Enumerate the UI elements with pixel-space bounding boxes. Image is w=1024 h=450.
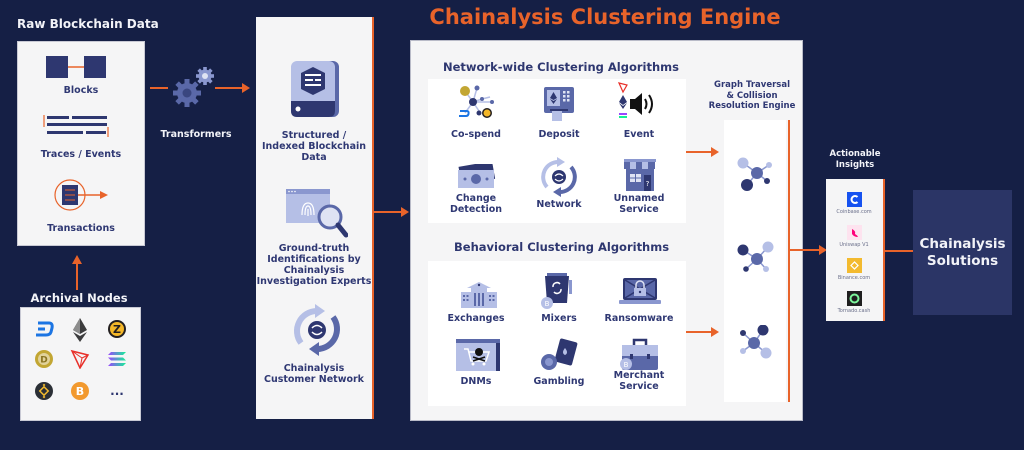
ethereum-icon bbox=[72, 318, 88, 342]
database-book-icon bbox=[289, 59, 341, 119]
transaction-icon bbox=[53, 178, 113, 212]
gears-icon bbox=[170, 65, 218, 109]
network-cycle-icon bbox=[541, 157, 577, 197]
uniswap-logo bbox=[847, 225, 862, 240]
clustering-engine-panel: Network-wide Clustering Algorithms Co-sp… bbox=[410, 40, 803, 421]
tornado-cash-logo bbox=[847, 291, 862, 306]
insights-heading: Actionable Insights bbox=[829, 149, 881, 170]
customer-network-label: Chainalysis Customer Network bbox=[263, 363, 365, 385]
behavioral-to-graph-arrow bbox=[686, 327, 719, 337]
ransomware-label: Ransomware bbox=[604, 313, 674, 324]
tornado-cash-label: Tornado.cash bbox=[837, 308, 871, 314]
dogecoin-icon: D bbox=[34, 349, 54, 369]
solutions-box: Chainalysis Solutions bbox=[913, 190, 1012, 315]
behavioral-heading: Behavioral Clustering Algorithms bbox=[454, 240, 670, 254]
binance-icon bbox=[34, 381, 54, 401]
svg-text:B: B bbox=[545, 300, 550, 308]
transactions-label: Transactions bbox=[47, 223, 115, 234]
binance-label: Binance.com bbox=[837, 275, 871, 281]
customer-network-icon bbox=[293, 303, 341, 357]
mixers-blender-icon: B bbox=[541, 273, 575, 309]
dnm-cart-skull-icon bbox=[456, 339, 500, 371]
blocks-label: Blocks bbox=[63, 85, 99, 96]
graph-engine-box bbox=[724, 120, 786, 402]
transformers-arrow-out bbox=[215, 83, 250, 93]
deposit-atm-icon bbox=[544, 87, 574, 121]
solana-icon bbox=[107, 351, 127, 367]
traces-icon bbox=[43, 115, 109, 139]
graph-node-icon-3 bbox=[736, 325, 776, 361]
page-title: Chainalysis Clustering Engine bbox=[429, 5, 781, 29]
event-speaker-icon bbox=[618, 82, 662, 122]
structured-data-label: Structured / Indexed Blockchain Data bbox=[261, 130, 367, 163]
co-spend-icon bbox=[457, 85, 495, 121]
coinbase-label: Coinbase.com bbox=[836, 209, 872, 215]
insights-to-solutions-line bbox=[885, 250, 913, 252]
network-label: Network bbox=[536, 199, 582, 210]
sources-panel: Structured / Indexed Blockchain Data Gro… bbox=[256, 17, 374, 419]
graph-node-icon-1 bbox=[736, 157, 776, 193]
merchant-briefcase-icon: B bbox=[620, 338, 660, 370]
exchanges-label: Exchanges bbox=[447, 313, 505, 324]
network-to-graph-arrow bbox=[686, 147, 719, 157]
exchanges-bank-icon bbox=[461, 282, 497, 308]
archival-panel: Z D B ... bbox=[20, 307, 141, 421]
graph-engine-label: Graph Traversal & Collision Resolution E… bbox=[708, 80, 796, 111]
graph-collector-line bbox=[788, 120, 790, 402]
raw-data-panel: Blocks Traces / Events Transactions bbox=[17, 41, 145, 246]
zcash-icon: Z bbox=[107, 319, 127, 339]
binance-logo bbox=[847, 258, 862, 273]
raw-data-heading: Raw Blockchain Data bbox=[17, 17, 159, 31]
svg-text:Z: Z bbox=[113, 323, 121, 336]
unnamed-service-store-icon: ? bbox=[623, 159, 657, 191]
mixers-label: Mixers bbox=[541, 313, 577, 324]
dash-icon bbox=[35, 320, 55, 338]
ransomware-laptop-icon bbox=[619, 278, 661, 308]
uniswap-label: Uniswap V1 bbox=[839, 242, 869, 248]
fingerprint-search-icon bbox=[286, 189, 348, 239]
gambling-cards-icon bbox=[541, 336, 579, 370]
engine-to-insights-arrow bbox=[789, 245, 827, 255]
archival-arrowhead bbox=[72, 255, 82, 264]
more-coins-icon: ... bbox=[110, 384, 124, 398]
gambling-label: Gambling bbox=[533, 376, 585, 387]
event-label: Event bbox=[623, 129, 655, 140]
dnms-label: DNMs bbox=[460, 376, 492, 387]
deposit-label: Deposit bbox=[538, 129, 580, 140]
svg-text:?: ? bbox=[646, 180, 650, 188]
blocks-icon bbox=[46, 56, 106, 80]
change-detection-cash-icon bbox=[456, 164, 496, 190]
ground-truth-label: Ground-truth Identifications by Chainaly… bbox=[256, 243, 372, 287]
svg-text:B: B bbox=[76, 385, 84, 398]
insights-panel: Coinbase.com Uniswap V1 Binance.com Torn… bbox=[826, 179, 885, 321]
archival-arrow bbox=[76, 262, 78, 290]
svg-text:B: B bbox=[624, 361, 629, 369]
svg-text:D: D bbox=[40, 356, 47, 366]
tron-icon bbox=[70, 349, 90, 369]
bitcoin-icon: B bbox=[70, 381, 90, 401]
transformers-line-in bbox=[150, 87, 168, 89]
traces-label: Traces / Events bbox=[40, 149, 122, 160]
coinbase-logo bbox=[847, 192, 862, 207]
co-spend-label: Co-spend bbox=[451, 129, 501, 140]
archival-heading: Archival Nodes bbox=[30, 291, 128, 305]
behavioral-box: Exchanges B Mixers Ransomware DNMs Gambl… bbox=[428, 261, 686, 406]
network-wide-heading: Network-wide Clustering Algorithms bbox=[443, 60, 679, 74]
graph-node-icon-2 bbox=[736, 241, 776, 277]
transformers-label: Transformers bbox=[160, 129, 232, 140]
sources-to-engine-arrow bbox=[374, 207, 409, 217]
